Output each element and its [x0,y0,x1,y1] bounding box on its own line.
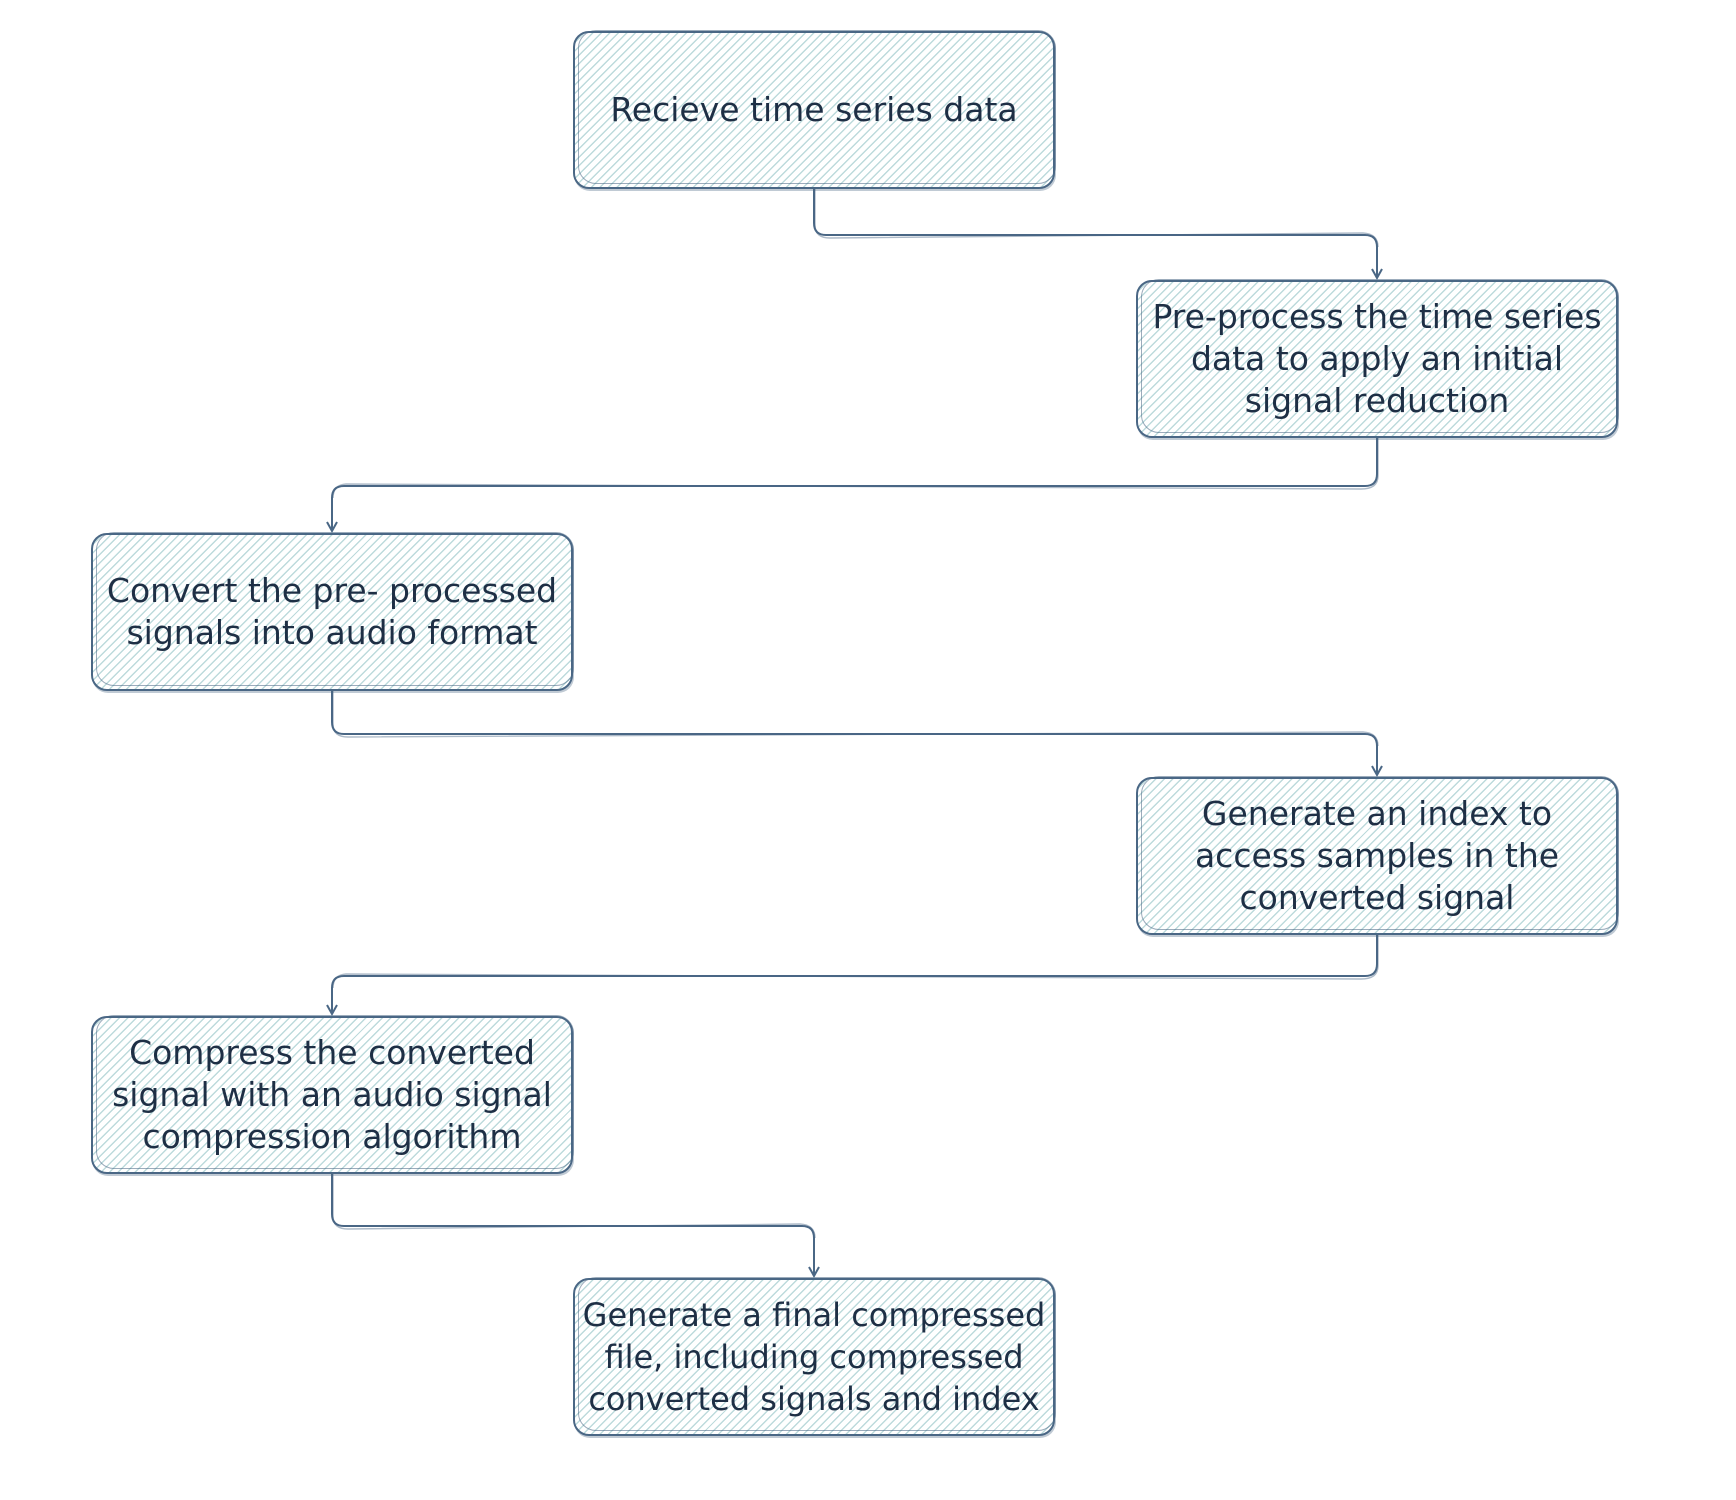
arrow-sketch-n3-to-n4 [332,691,1379,747]
arrow-sketch-n5-to-n6 [332,1174,816,1239]
step-receive-data-label: Recieve time series data [610,90,1018,129]
arrow-n3-to-n4 [331,691,1377,775]
arrow-sketch-n2-to-n3 [332,438,1379,499]
arrow-sketch-n1-to-n2 [814,189,1379,248]
step-convert-audio-label: Convert the pre- processed signals into … [106,571,558,652]
step-final-file-label: Generate a final compressed file, includ… [582,1296,1046,1418]
arrow-n1-to-n2 [813,189,1377,278]
step-generate-index: Generate an index to access samples in t… [1136,776,1619,935]
step-receive-data: Recieve time series data [573,30,1056,189]
arrow-sketch-n4-to-n5 [332,935,1379,989]
arrow-n2-to-n3 [332,438,1378,531]
step-generate-index-label: Generate an index to access samples in t… [1194,794,1560,917]
step-final-file: Generate a final compressed file, includ… [573,1277,1056,1436]
step-preprocess: Pre-process the time series data to appl… [1136,279,1619,438]
step-compress-signal-label: Compress the converted signal with an au… [112,1033,552,1156]
arrow-n5-to-n6 [331,1174,814,1276]
step-convert-audio: Convert the pre- processed signals into … [91,532,574,691]
arrow-n4-to-n5 [332,935,1378,1014]
step-preprocess-label: Pre-process the time series data to appl… [1152,297,1602,420]
edge-group [332,189,1378,1276]
step-compress-signal: Compress the converted signal with an au… [91,1015,574,1174]
